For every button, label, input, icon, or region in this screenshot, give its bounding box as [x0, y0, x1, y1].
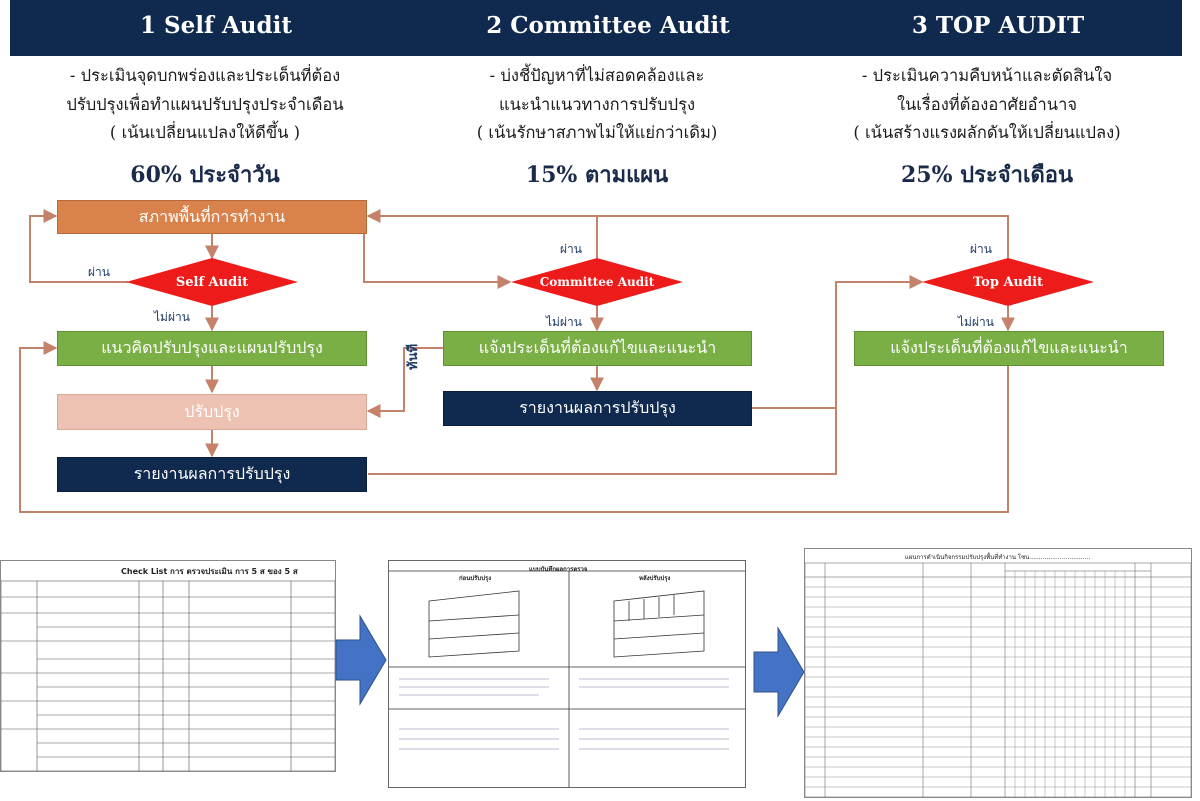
top-fail-label: ไม่ผ่าน	[958, 315, 994, 329]
improve-box: ปรับปรุง	[57, 394, 367, 430]
col1-title: 1 Self Audit	[140, 12, 292, 39]
col3-line-3: ( เน้นสร้างแรงผลักดันให้เปลี่ยนแปลง)	[853, 123, 1121, 142]
col3-description: - ประเมินความคืบหน้าและตัดสินใจ ในเรื่อง…	[792, 62, 1182, 148]
col1-line-2: ปรับปรุงเพื่อทำแผนปรับปรุงประจำเดือน	[66, 94, 344, 114]
col1-line-3: ( เน้นเปลี่ยนแปลงให้ดีขึ้น )	[109, 123, 301, 142]
plan-grid	[805, 562, 1191, 797]
checklist-thumbnail: Check List การ ตรวจประเมิน การ 5 ส ของ 5…	[0, 560, 336, 772]
header-bar: 1 Self Audit 2 Committee Audit 3 TOP AUD…	[10, 0, 1182, 56]
top-audit-label: Top Audit	[972, 274, 1044, 290]
checklist-grid	[1, 580, 335, 771]
committee-issue-box: แจ้งประเด็นที่ต้องแก้ไขและแนะนำ	[443, 331, 752, 366]
form-sketch	[389, 570, 745, 787]
top-pass-label: ผ่าน	[970, 242, 992, 256]
col3-title: 3 TOP AUDIT	[911, 12, 1085, 39]
self-fail-label: ไม่ผ่าน	[154, 310, 190, 324]
col1-percent: 60% ประจำวัน	[130, 162, 280, 188]
audit-form-thumbnail: แบบบันทึกผลการตรวจ ก่อนปรับปรุง หลังปรับ…	[388, 560, 746, 788]
col2-percent: 15% ตามแผน	[525, 162, 669, 188]
col3-line-1: - ประเมินความคืบหน้าและตัดสินใจ	[861, 66, 1113, 85]
col1-description: - ประเมินจุดบกพร่องและประเด็นที่ต้อง ปรั…	[10, 62, 400, 148]
top-audit-diamond	[922, 258, 1094, 306]
committee-audit-diamond	[511, 258, 683, 306]
self-audit-label: Self Audit	[175, 274, 249, 290]
workplace-box: สภาพพื้นที่การทำงาน	[57, 200, 367, 234]
arrow-right-icon	[335, 614, 387, 706]
col2-line-1: - บ่งชี้ปัญหาที่ไม่สอดคล้องและ	[489, 66, 705, 85]
committee-pass-label: ผ่าน	[560, 242, 582, 256]
report-box-2: รายงานผลการปรับปรุง	[443, 391, 752, 426]
plan-title: แผนการดำเนินกิจกรรมปรับปรุงพื้นที่ทำงาน …	[905, 554, 1091, 561]
improve-plan-box: แนวคิดปรับปรุงและแผนปรับปรุง	[57, 331, 367, 366]
form-before-label: ก่อนปรับปรุง	[459, 575, 492, 582]
top-issue-box: แจ้งประเด็นที่ต้องแก้ไขและแนะนำ	[854, 331, 1164, 366]
plan-table-thumbnail: แผนการดำเนินกิจกรรมปรับปรุงพื้นที่ทำงาน …	[804, 548, 1192, 798]
committee-audit-label: Committee Audit	[539, 275, 655, 289]
col3-line-2: ในเรื่องที่ต้องอาศัยอำนาจ	[896, 94, 1078, 114]
report-box-1: รายงานผลการปรับปรุง	[57, 457, 367, 492]
col2-line-3: ( เน้นรักษาสภาพไม่ให้แย่กว่าเดิม)	[476, 123, 718, 142]
form-after-label: หลังปรับปรุง	[639, 575, 671, 582]
self-pass-label: ผ่าน	[88, 265, 110, 279]
committee-fail-label: ไม่ผ่าน	[546, 315, 582, 329]
arrow-right-icon	[753, 626, 805, 718]
form-title: แบบบันทึกผลการตรวจ	[529, 566, 588, 573]
immediate-label: ทันที	[406, 343, 421, 370]
col2-title: 2 Committee Audit	[486, 12, 730, 39]
checklist-title: Check List การ ตรวจประเมิน การ 5 ส ของ 5…	[121, 567, 298, 576]
self-audit-diamond	[126, 258, 298, 306]
col3-percent: 25% ประจำเดือน	[900, 162, 1074, 188]
col2-line-2: แนะนำแนวทางการปรับปรุง	[498, 94, 696, 114]
col2-description: - บ่งชี้ปัญหาที่ไม่สอดคล้องและ แนะนำแนวท…	[402, 62, 792, 148]
col1-line-1: - ประเมินจุดบกพร่องและประเด็นที่ต้อง	[69, 66, 341, 85]
